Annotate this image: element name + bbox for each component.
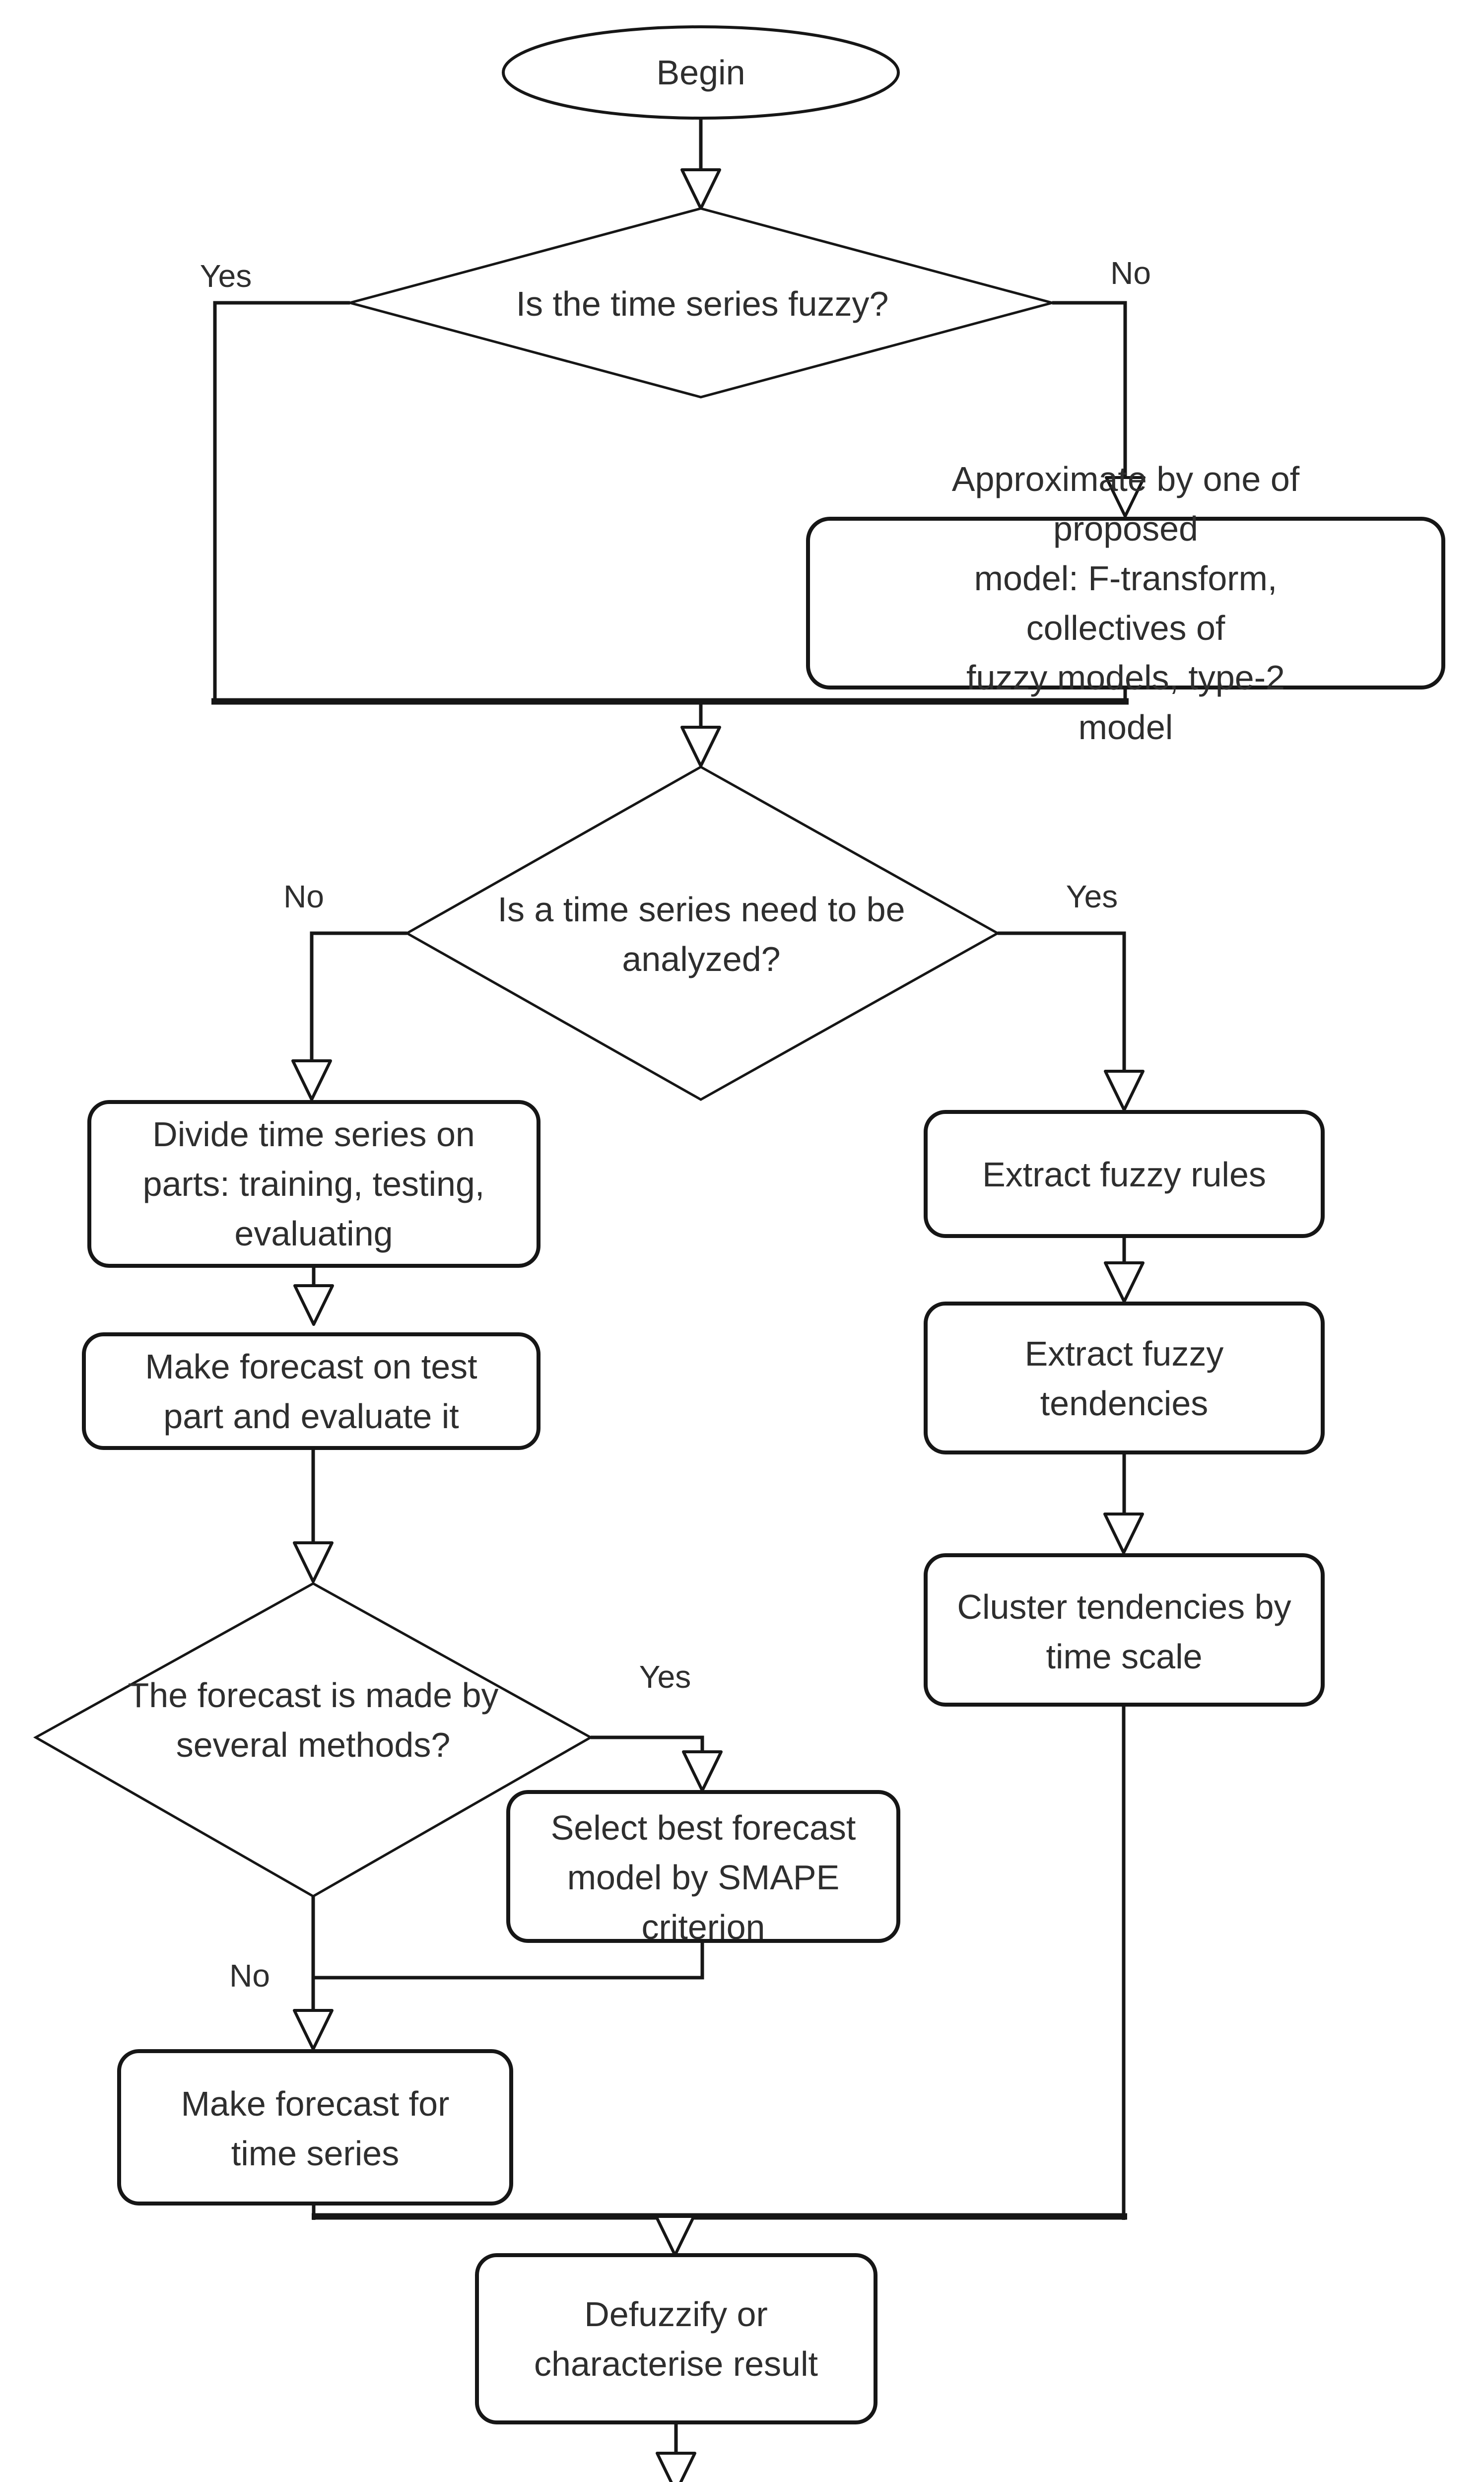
- select-label: Select best forecast model by SMAPE crit…: [550, 1808, 856, 1946]
- arrowhead-into-decision3: [293, 1541, 334, 1583]
- decision2-diamond-shape: [404, 765, 1001, 1101]
- defuzzify-process-shape: [475, 2253, 877, 2424]
- arrowhead-into-maketest: [293, 1284, 334, 1326]
- decision2-no-label: No: [283, 879, 324, 914]
- edge-decision2-yes-rail: [998, 931, 1126, 1071]
- edge-decision1-yes-rail: [213, 301, 350, 701]
- arrowhead-into-end: [656, 2452, 696, 2482]
- divide-label: Divide time series on parts: training, t…: [142, 1115, 485, 1253]
- defuzzify-label: Defuzzify or characterise result: [534, 2295, 818, 2383]
- maketest-label: Make forecast on test part and evaluate …: [145, 1347, 477, 1436]
- select-process-shape: [506, 1790, 900, 1943]
- cluster-process-shape: [924, 1553, 1325, 1707]
- decision3-yes-label: Yes: [639, 1659, 691, 1695]
- edge-select-return-rail: [313, 1941, 704, 1980]
- decision1-diamond-shape: [345, 207, 1057, 399]
- arrowhead-into-select: [682, 1750, 723, 1792]
- arrowhead-into-makeforecast: [293, 2009, 334, 2051]
- tendencies-label: Extract fuzzy tendencies: [1024, 1334, 1224, 1423]
- begin-terminator-shape: [502, 25, 900, 120]
- makeforecast-label: Make forecast for time series: [181, 2084, 450, 2173]
- decision2-yes-label: Yes: [1066, 879, 1118, 914]
- edge-decision3-yes-rail: [591, 1735, 704, 1752]
- makeforecast-process-shape: [117, 2049, 513, 2206]
- decision3-no-label: No: [229, 1958, 270, 1994]
- arrowhead-into-tendencies: [1104, 1261, 1145, 1303]
- edge-decision1-no-rail: [1052, 301, 1127, 478]
- maketest-process-shape: [82, 1332, 540, 1450]
- arrowhead-into-cluster: [1103, 1513, 1144, 1554]
- arrowhead-into-decision2: [680, 726, 721, 767]
- decision3-diamond-shape: [33, 1582, 594, 1898]
- decision2-label: Is a time series need to be analyzed?: [497, 890, 905, 978]
- divide-process-shape: [87, 1100, 540, 1268]
- arrowhead-into-divide: [291, 1059, 332, 1101]
- begin-label: Begin: [656, 53, 745, 92]
- arrowhead-into-rules: [1104, 1070, 1145, 1111]
- decision3-label: The forecast is made by several methods?: [128, 1676, 499, 1764]
- approximate-process-shape: [806, 517, 1445, 689]
- arrowhead-into-defuzzify: [655, 2215, 695, 2257]
- rules-label: Extract fuzzy rules: [982, 1155, 1266, 1194]
- decision1-yes-label: Yes: [200, 258, 252, 294]
- approximate-label: Approximate by one of proposed model: F-…: [951, 460, 1300, 747]
- rules-process-shape: [924, 1110, 1325, 1238]
- edge-decision2-no-rail: [310, 931, 407, 1061]
- cluster-label: Cluster tendencies by time scale: [957, 1587, 1291, 1676]
- decision1-no-label: No: [1110, 255, 1151, 291]
- arrowhead-into-approximate: [1105, 476, 1146, 518]
- decision1-label: Is the time series fuzzy?: [516, 284, 889, 323]
- arrowhead-into-decision1: [680, 168, 721, 210]
- tendencies-process-shape: [924, 1302, 1325, 1454]
